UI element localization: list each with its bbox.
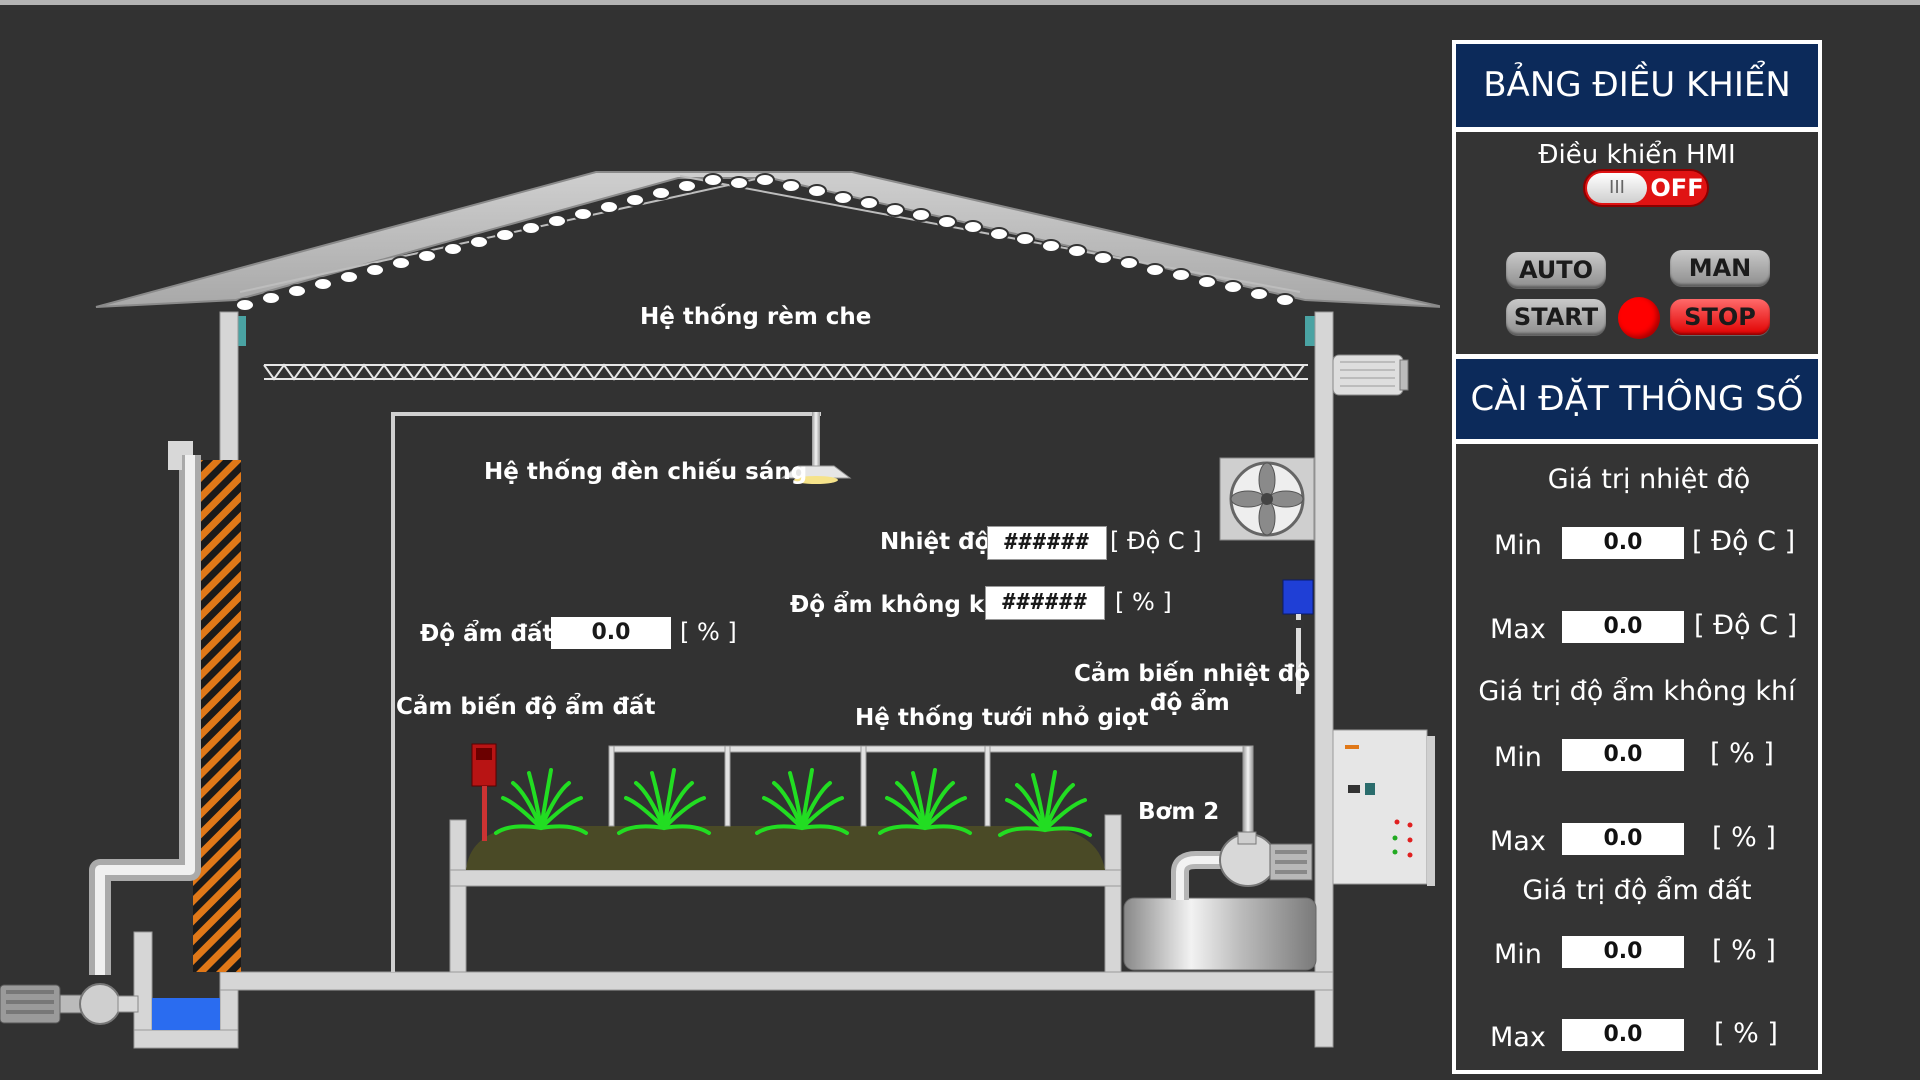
exhaust-fan	[1219, 457, 1315, 541]
plants	[494, 768, 1092, 837]
cooling-pad	[89, 441, 241, 975]
air-min-label: Min	[1494, 742, 1542, 773]
settings-title: CÀI ĐẶT THÔNG SỐ	[1456, 359, 1818, 439]
temp-sensor-label-line1: Cảm biến nhiệt độ	[1074, 661, 1311, 687]
panel-divider	[1456, 354, 1818, 359]
lighting-system	[391, 412, 852, 972]
stop-button[interactable]: STOP	[1670, 299, 1770, 335]
window-top-border	[0, 0, 1920, 5]
man-button[interactable]: MAN	[1670, 250, 1770, 286]
irrigation-system-label: Hệ thống tưới nhỏ giọt	[855, 705, 1149, 731]
air-humidity-display: ######	[985, 586, 1105, 620]
soil-moisture-sensor	[471, 743, 497, 841]
pump-2	[1123, 831, 1317, 971]
hmi-toggle-switch[interactable]: III OFF	[1583, 169, 1709, 207]
curtain-motor	[1332, 354, 1409, 396]
soil-max-input[interactable]: 0.0	[1562, 1019, 1684, 1051]
control-panel: BẢNG ĐIỀU KHIỂN Điều khiển HMI III OFF A…	[1452, 40, 1822, 1074]
soil-sensor-label: Cảm biến độ ẩm đất	[396, 694, 656, 720]
panel-divider	[1456, 439, 1818, 444]
temperature-label: Nhiệt độ	[880, 529, 991, 555]
temperature-unit: [ Độ C ]	[1110, 527, 1202, 555]
temp-max-unit: [ Độ C ]	[1694, 610, 1798, 641]
panel-divider	[1456, 127, 1818, 132]
temp-max-input[interactable]: 0.0	[1562, 611, 1684, 643]
toggle-knob: III	[1587, 173, 1647, 203]
soil-humidity-settings-title: Giá trị độ ẩm đất	[1522, 875, 1752, 906]
water-reservoir	[133, 931, 239, 1049]
air-max-unit: [ % ]	[1712, 822, 1776, 853]
soil-max-label: Max	[1490, 1022, 1546, 1053]
temp-min-label: Min	[1494, 530, 1542, 561]
curtain-system-label: Hệ thống rèm che	[640, 304, 872, 330]
temp-sensor-label-line2: độ ẩm	[1150, 690, 1230, 716]
soil-humidity-label: Độ ẩm đất	[420, 621, 554, 647]
soil-humidity-display: 0.0	[551, 617, 671, 649]
lighting-system-label: Hệ thống đèn chiếu sáng	[484, 459, 808, 485]
curtain-rings	[235, 173, 1295, 312]
soil-min-label: Min	[1494, 939, 1542, 970]
air-humidity-settings-title: Giá trị độ ẩm không khí	[1478, 676, 1796, 707]
soil-max-unit: [ % ]	[1714, 1018, 1778, 1049]
temperature-display: ######	[987, 526, 1107, 560]
air-humidity-unit: [ % ]	[1115, 588, 1172, 616]
pump-2-label: Bơm 2	[1138, 799, 1220, 825]
air-humidity-label: Độ ẩm không kh	[790, 592, 1001, 618]
planting-bed	[449, 814, 1122, 973]
electrical-cabinet	[1332, 729, 1435, 886]
air-max-input[interactable]: 0.0	[1562, 823, 1684, 855]
curtain-truss	[263, 363, 1308, 381]
temp-max-label: Max	[1490, 614, 1546, 645]
pump-1	[0, 983, 139, 1025]
soil-humidity-unit: [ % ]	[680, 618, 737, 646]
irrigation-pipes	[608, 745, 1254, 847]
air-min-unit: [ % ]	[1710, 738, 1774, 769]
air-max-label: Max	[1490, 826, 1546, 857]
soil-min-input[interactable]: 0.0	[1562, 936, 1684, 968]
run-status-indicator	[1618, 297, 1660, 339]
auto-button[interactable]: AUTO	[1506, 252, 1606, 288]
air-min-input[interactable]: 0.0	[1562, 739, 1684, 771]
control-panel-title: BẢNG ĐIỀU KHIỂN	[1456, 44, 1818, 127]
toggle-state: OFF	[1650, 174, 1704, 202]
temp-min-input[interactable]: 0.0	[1562, 527, 1684, 559]
temperature-settings-title: Giá trị nhiệt độ	[1547, 464, 1751, 495]
soil-min-unit: [ % ]	[1712, 935, 1776, 966]
temp-humidity-sensor	[1282, 579, 1314, 694]
greenhouse-diagram	[0, 171, 1440, 1049]
start-button[interactable]: START	[1506, 299, 1606, 335]
temp-min-unit: [ Độ C ]	[1692, 526, 1796, 557]
hmi-control-label: Điều khiển HMI	[1538, 140, 1736, 170]
